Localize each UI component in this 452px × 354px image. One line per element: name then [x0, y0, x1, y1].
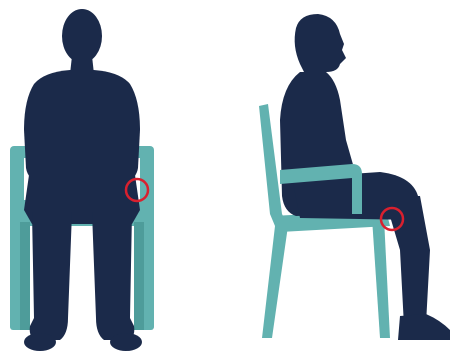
front-foot-left — [24, 333, 56, 351]
front-torso — [24, 70, 140, 182]
side-lower-leg — [384, 196, 430, 326]
front-view-figure — [10, 9, 154, 351]
chair-front-leg-right — [134, 222, 144, 330]
chair-front-leg-left — [20, 222, 30, 330]
front-head — [62, 9, 102, 63]
seated-person-front-icon — [24, 9, 142, 351]
front-leg-left — [30, 212, 72, 340]
chair-side-front-leg — [372, 218, 390, 338]
side-head — [295, 14, 346, 76]
front-leg-right — [92, 212, 134, 340]
side-view-figure — [259, 14, 450, 340]
side-foot — [398, 314, 450, 340]
chair-front-arm-left — [14, 150, 24, 214]
front-foot-right — [110, 333, 142, 351]
